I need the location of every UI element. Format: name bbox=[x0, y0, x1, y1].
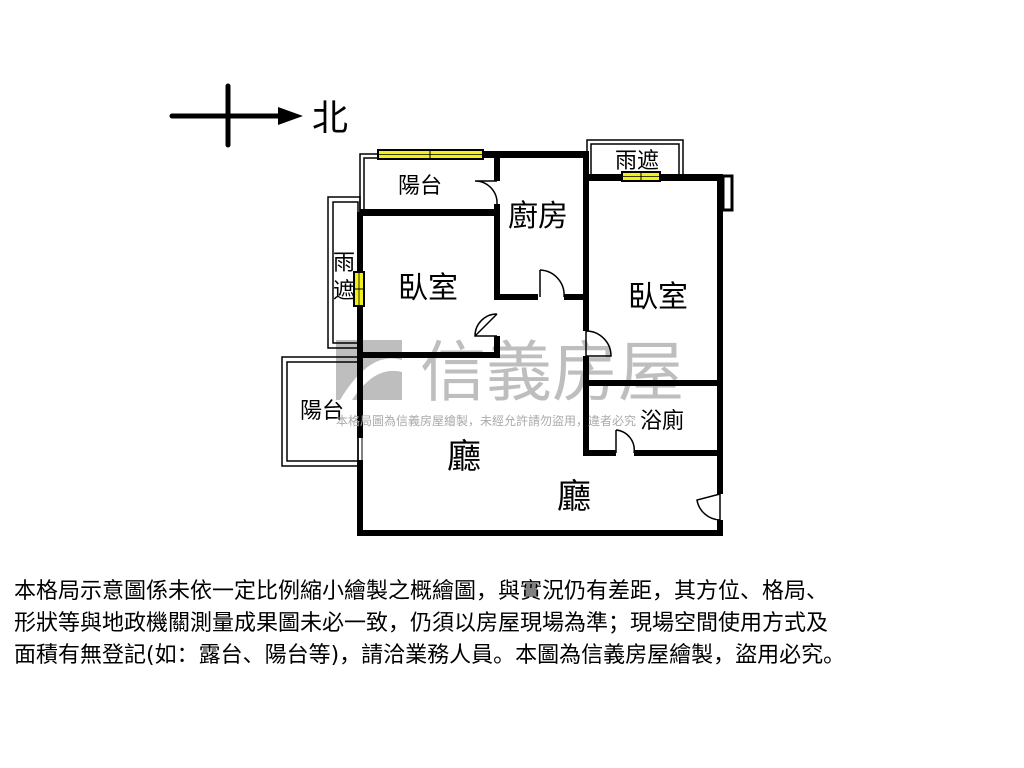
room-label-bedroom-left: 臥室 bbox=[398, 271, 458, 306]
room-label-living-1: 廳 bbox=[447, 437, 481, 477]
doors bbox=[474, 180, 721, 521]
sliding-door bbox=[357, 435, 363, 463]
watermark-logo: 信義房屋 bbox=[336, 334, 684, 411]
room-label-canopy-left-1: 雨 bbox=[333, 251, 355, 276]
compass-label: 北 bbox=[312, 98, 348, 139]
room-label-balcony-top: 陽台 bbox=[398, 174, 442, 199]
room-label-bedroom-right: 臥室 bbox=[628, 280, 688, 315]
room-label-canopy-top: 雨遮 bbox=[615, 149, 659, 174]
disclaimer-line: 面積有無登記(如：露台、陽台等)，請洽業務人員。本圖為信義房屋繪製，盜用必究。 bbox=[14, 643, 846, 668]
watermark-notice: 本格局圖為信義房屋繪製，未經允許請勿盜用，違者必究 bbox=[336, 413, 636, 428]
room-label-balcony-left: 陽台 bbox=[300, 399, 344, 424]
north-arrow-icon bbox=[169, 83, 303, 148]
disclaimer-line: 本格局示意圖係未依一定比例縮小繪製之概繪圖，與實況仍有差距，其方位、格局、 bbox=[14, 579, 829, 604]
room-label-bathroom: 浴廁 bbox=[640, 409, 684, 434]
disclaimer-line: 形狀等與地政機關測量成果圖未必一致，仍須以房屋現場為準；現場空間使用方式及 bbox=[14, 611, 829, 636]
windows bbox=[353, 149, 661, 307]
disclaimer: 本格局示意圖係未依一定比例縮小繪製之概繪圖，與實況仍有差距，其方位、格局、 形狀… bbox=[14, 576, 1014, 672]
room-label-canopy-left-2: 遮 bbox=[333, 279, 355, 304]
room-label-living-2: 廳 bbox=[557, 477, 591, 517]
room-label-kitchen: 廚房 bbox=[508, 199, 568, 234]
watermark-brand: 信義房屋 bbox=[420, 334, 684, 411]
door-balcony bbox=[474, 180, 498, 205]
